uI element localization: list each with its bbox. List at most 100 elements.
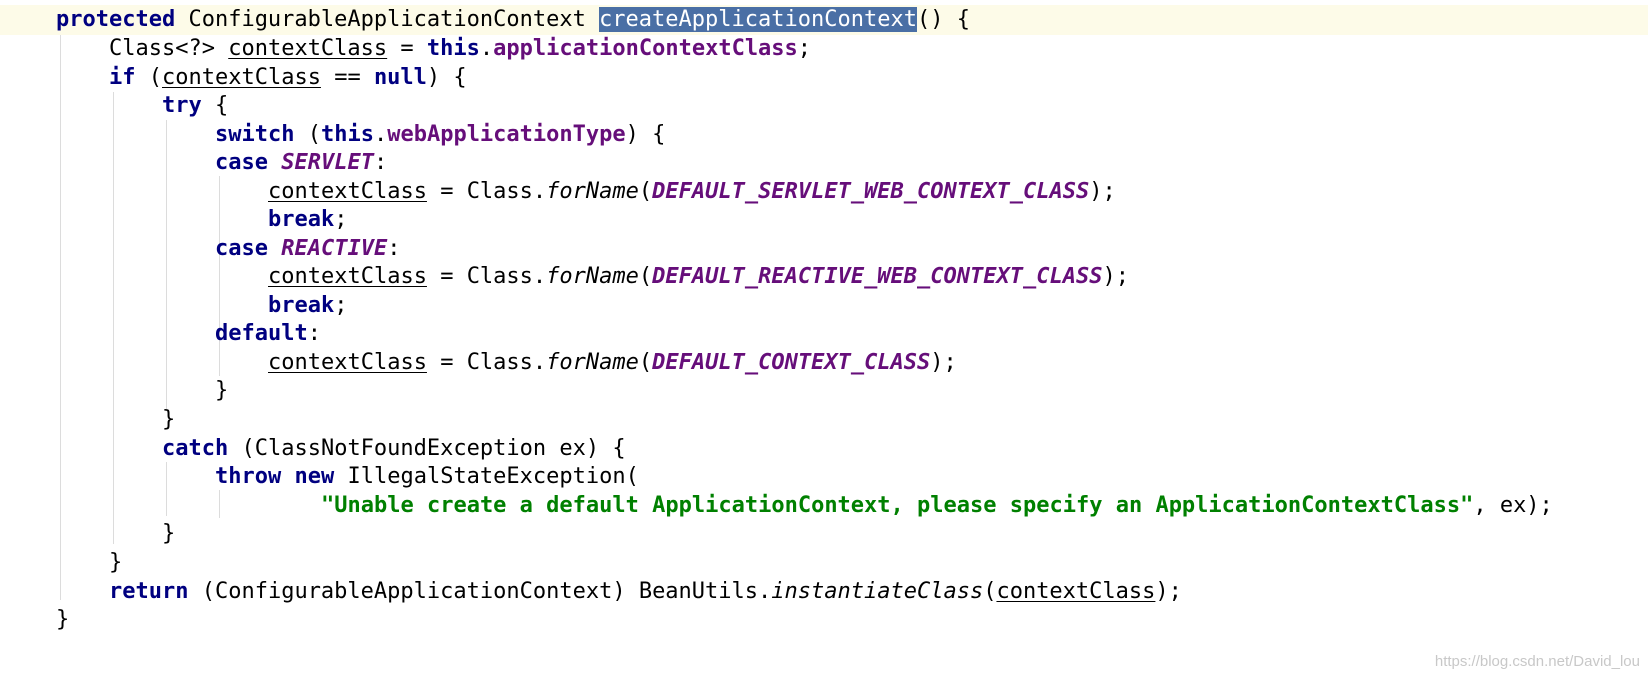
code-text: (	[983, 579, 997, 604]
variable: contextClass	[162, 65, 321, 90]
keyword: switch	[215, 122, 295, 147]
indent-guide	[219, 490, 220, 518]
code-text: .	[373, 122, 388, 147]
code-line[interactable]: }	[0, 548, 1648, 578]
code-line[interactable]: }	[0, 376, 1648, 406]
code-line[interactable]: return (ConfigurableApplicationContext) …	[0, 577, 1648, 607]
code-text: ) {	[426, 65, 467, 90]
code-line[interactable]: catch (ClassNotFoundException ex) {	[0, 434, 1648, 464]
keyword: case	[215, 150, 268, 175]
variable: contextClass	[996, 579, 1156, 604]
code-text	[268, 236, 281, 261]
keyword: this	[320, 122, 374, 147]
indent-guide	[166, 120, 167, 410]
code-line[interactable]: contextClass = Class.forName(DEFAULT_SER…	[0, 177, 1648, 207]
code-text: }	[162, 521, 176, 546]
code-text: (	[294, 122, 321, 147]
keyword: this	[426, 36, 480, 61]
keyword: default	[215, 321, 308, 346]
constant: REACTIVE	[281, 236, 388, 261]
code-text: Class<?>	[109, 36, 229, 61]
code-line[interactable]: break;	[0, 205, 1648, 235]
indent-guide	[113, 92, 114, 544]
code-text: = Class.	[426, 350, 547, 375]
code-line-method-signature[interactable]: protected ConfigurableApplicationContext…	[0, 5, 1648, 35]
code-text: ==	[320, 65, 374, 90]
code-text: );	[1102, 264, 1129, 289]
indent-guide	[60, 34, 61, 600]
code-line[interactable]: }	[0, 605, 1648, 635]
code-text: (ConfigurableApplicationContext) BeanUti…	[188, 579, 772, 604]
variable: contextClass	[268, 264, 427, 289]
code-line[interactable]: try {	[0, 91, 1648, 121]
static-method: forName	[546, 179, 639, 204]
code-line[interactable]: throw new IllegalStateException(	[0, 462, 1648, 492]
code-text: }	[56, 607, 70, 632]
code-text: .	[479, 36, 494, 61]
code-text: }	[162, 407, 176, 432]
code-text: (	[638, 350, 653, 375]
code-text: ;	[797, 36, 812, 61]
constant: DEFAULT_REACTIVE_WEB_CONTEXT_CLASS	[652, 264, 1103, 289]
string-literal: "Unable create a default ApplicationCont…	[321, 493, 1474, 518]
code-text: (	[638, 264, 653, 289]
code-text: (	[638, 179, 653, 204]
code-text: ) {	[625, 122, 666, 147]
keyword: if	[109, 65, 136, 90]
keyword: break	[268, 207, 335, 232]
code-text: }	[109, 550, 123, 575]
code-line[interactable]: }	[0, 519, 1648, 549]
selected-method-name[interactable]: createApplicationContext	[599, 7, 917, 32]
code-line[interactable]: }	[0, 405, 1648, 435]
code-text: :	[307, 321, 321, 346]
code-line[interactable]: contextClass = Class.forName(DEFAULT_CON…	[0, 348, 1648, 378]
indent-guide	[219, 176, 220, 376]
keyword: return	[109, 579, 189, 604]
code-line[interactable]: switch (this.webApplicationType) {	[0, 120, 1648, 150]
keyword: break	[268, 293, 335, 318]
variable: contextClass	[228, 36, 388, 61]
watermark: https://blog.csdn.net/David_lou	[1434, 653, 1640, 670]
code-text: );	[930, 350, 957, 375]
field: webApplicationType	[387, 122, 626, 147]
code-text	[268, 150, 281, 175]
constant: DEFAULT_CONTEXT_CLASS	[652, 350, 931, 375]
code-line[interactable]: "Unable create a default ApplicationCont…	[0, 491, 1648, 521]
code-text: ConfigurableApplicationContext	[175, 7, 600, 32]
keyword: case	[215, 236, 268, 261]
code-text: () {	[916, 7, 970, 32]
code-text: );	[1089, 179, 1116, 204]
code-text: {	[201, 93, 229, 118]
code-text: IllegalStateException(	[334, 464, 639, 489]
field: applicationContextClass	[493, 36, 798, 61]
code-text: ;	[334, 207, 348, 232]
static-method: forName	[546, 264, 639, 289]
code-line[interactable]: contextClass = Class.forName(DEFAULT_REA…	[0, 262, 1648, 292]
keyword: throw	[215, 464, 282, 489]
constant: DEFAULT_SERVLET_WEB_CONTEXT_CLASS	[652, 179, 1090, 204]
code-line[interactable]: Class<?> contextClass = this.application…	[0, 34, 1648, 64]
variable: contextClass	[268, 179, 427, 204]
keyword: catch	[162, 436, 229, 461]
keyword: new	[294, 464, 335, 489]
code-line[interactable]: break;	[0, 291, 1648, 321]
code-text: =	[387, 36, 427, 61]
constant: SERVLET	[281, 150, 374, 175]
code-text: ;	[334, 293, 348, 318]
variable: contextClass	[268, 350, 427, 375]
code-text: (	[135, 65, 162, 90]
code-line[interactable]: case REACTIVE:	[0, 234, 1648, 264]
code-text: (ClassNotFoundException ex) {	[228, 436, 626, 461]
code-text: }	[215, 378, 229, 403]
indent-guide	[166, 462, 167, 516]
code-line[interactable]: default:	[0, 319, 1648, 349]
code-text: , ex);	[1473, 493, 1553, 518]
static-method: instantiateClass	[771, 579, 984, 604]
code-text: );	[1155, 579, 1182, 604]
keyword: null	[373, 65, 427, 90]
code-line[interactable]: if (contextClass == null) {	[0, 63, 1648, 93]
keyword: try	[162, 93, 202, 118]
code-line[interactable]: case SERVLET:	[0, 148, 1648, 178]
code-text: = Class.	[426, 264, 547, 289]
